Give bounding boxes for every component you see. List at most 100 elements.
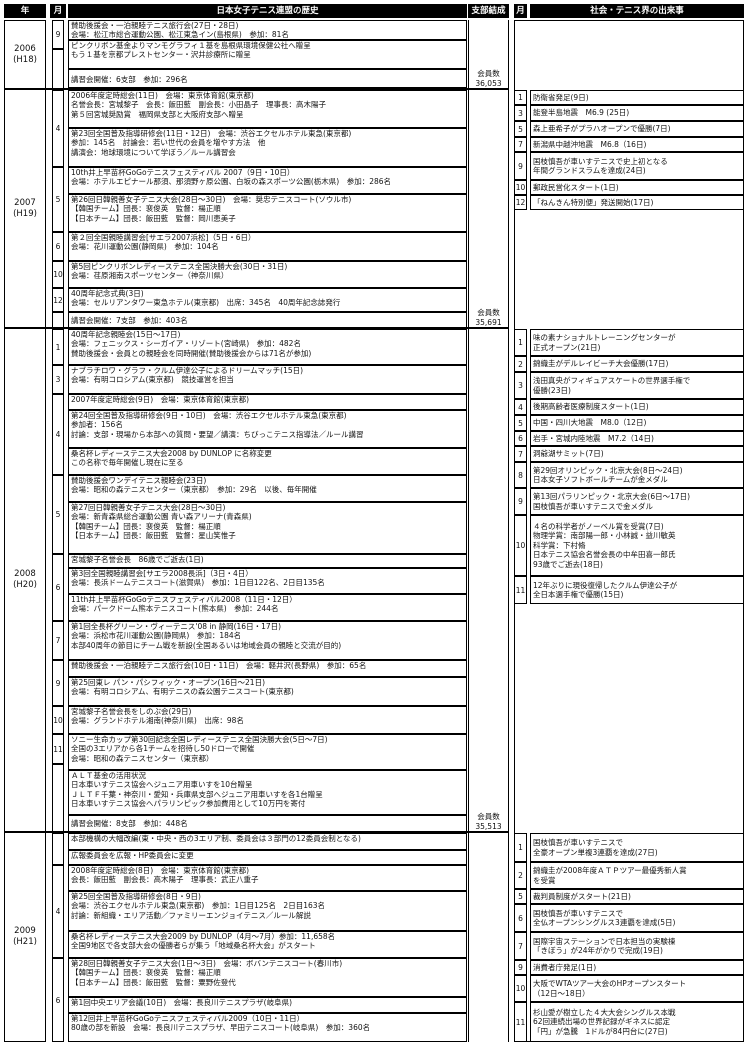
social-event: 大阪でWTAツアー大会のHPオープンスタート （12日〜18日） [530, 975, 744, 1002]
history-entry: 11th井上早苗杯GoGoテニスフェスティバル2008（11日・12日） 会場：… [68, 594, 467, 621]
member-total-2008: 会員数 35,513 [475, 812, 502, 831]
month-cell: 10 [52, 261, 64, 288]
social-month: 9 [514, 152, 527, 180]
history-entry: 宮城黎子名誉会長をしのぶ会(29日) 会場：グランドホテル湘南(神奈川県) 出席… [68, 706, 467, 734]
header-members: 支部結成 [468, 4, 509, 18]
history-entry: 賛助後援会・一泊親睦テニス旅行会(10日・11日) 会場：軽井沢(長野県) 参加… [68, 660, 467, 677]
social-month: 9 [514, 488, 527, 515]
social-event: 12年ぶりに現役復帰したクルム伊達公子が 全日本選手権で優勝(15日) [530, 576, 744, 604]
social-event: 国枝慎吾が車いすテニスで 全豪オープン単複3連覇を達成(27日) [530, 833, 744, 862]
month-cell [52, 49, 64, 89]
history-entry: ピンクリボン基金よりマンモグラフィ１基を島根県環境保健公社へ贈呈 もう１基を京都… [68, 40, 467, 69]
social-month: 2 [514, 356, 527, 372]
history-entry: 第3回全国親睦講習会[サエラ2008長浜]（3日・4日） 会場：長浜ドームテニス… [68, 568, 467, 594]
social-event: 裁判員制度がスタート(21日) [530, 889, 744, 904]
social-month: 10 [514, 180, 527, 195]
history-entry: 第26回日韓親善女子テニス大会(28日〜30日) 会場：奨忠テニスコート(ソウル… [68, 194, 467, 232]
social-month: 3 [514, 372, 527, 399]
history-entry: ソニー生命カップ第30回記念全国レディーステニス全国決勝大会(5日〜7日) 全国… [68, 734, 467, 770]
social-event: 能登半島地震 M6.9 (25日) [530, 105, 744, 121]
social-month: 7 [514, 137, 527, 152]
social-month: 1 [514, 90, 527, 105]
header-social-month: 月 [514, 4, 527, 18]
social-month: 10 [514, 975, 527, 1002]
social-event: 後期高齢者医療制度スタート(1日) [530, 399, 744, 415]
month-cell: 6 [52, 554, 64, 621]
social-month: 6 [514, 904, 527, 932]
history-entry: 2008年度定時総会(8日) 会場：東京体育館(東京都) 会長：飯田藍 副会長：… [68, 865, 467, 891]
history-entry: 第２回全国親睦講習会[サエラ2007浜松]（5日・6日） 会場：花川運動公園(静… [68, 232, 467, 261]
social-event: 国枝慎吾が車いすテニスで史上初となる 年間グランドスラムを達成(24日) [530, 152, 744, 180]
header-year: 年 [4, 4, 46, 18]
year-cell-2008: 2008 (H20) [4, 328, 46, 832]
history-entry: 第25回東レ パン・パシフィック・オープン(16日〜21日) 会場：有明コロシア… [68, 677, 467, 706]
month-cell: 6 [52, 958, 64, 1042]
social-month: 6 [514, 431, 527, 446]
history-entry: 2006年度定時総会(11日) 会場：東京体育館(東京都) 名誉会長：宮城黎子 … [68, 90, 467, 128]
social-month: 3 [514, 105, 527, 121]
social-month: 1 [514, 833, 527, 862]
history-entry: 第25回全国普及指導研修会(8日・9日) 会場：渋谷エクセルホテル東急(東京都)… [68, 891, 467, 931]
history-entry: 第1回中央エリア会議(10日) 会場：長良川テニスプラザ(岐阜県) [68, 997, 467, 1013]
month-cell: 1 [52, 329, 64, 365]
history-entry: ＡＬＴ基金の活用状況 日本車いすテニス協会へジュニア用車いすを10台贈呈 ＪＬＴ… [68, 770, 467, 815]
social-month: 9 [514, 960, 527, 975]
social-month: 5 [514, 889, 527, 904]
social-event: 中国・四川大地震 M8.0（12日) [530, 415, 744, 431]
month-cell: 6 [52, 232, 64, 261]
history-entry: 2007年度定時総会(9日) 会場：東京体育館(東京都) [68, 394, 467, 410]
social-month: 1 [514, 329, 527, 356]
social-event: 防衛省発足(9日) [530, 90, 744, 105]
social-event: 第29回オリンピック・北京大会(8日〜24日) 日本女子ソフトボールチームが金メ… [530, 462, 744, 488]
social-month: 7 [514, 932, 527, 960]
social-event: 郵政民営化スタート(1日) [530, 180, 744, 195]
history-entry: 第28回日韓親善女子テニス大会(1日〜3日) 会場：ボバンテニスコート(春川市)… [68, 958, 467, 997]
social-month: 11 [514, 576, 527, 604]
history-entry: 10th井上早苗杯GoGoテニスフェスティバル 2007（9日・10日） 会場：… [68, 167, 467, 194]
social-month: 7 [514, 446, 527, 462]
social-event: 洞爺湖サミット(7日) [530, 446, 744, 462]
history-entry: 講習会開催：7支部 参加：403名 [68, 312, 467, 328]
history-entry: 宮城黎子名誉会長 86歳でご逝去(1日) [68, 554, 467, 568]
month-cell: 4 [52, 90, 64, 167]
month-cell: 5 [52, 475, 64, 554]
history-entry: 第12回井上早苗杯GoGoテニスフェスティバル2009（10日・11日） 80歳… [68, 1013, 467, 1042]
social-event: 岩手・宮城内陸地震 M7.2（14日) [530, 431, 744, 446]
social-event: 消費者庁発足(1日) [530, 960, 744, 975]
social-event: 国際宇宙ステーションで日本担当の実験棟 「きぼう」が24年がかりで完成(19日) [530, 932, 744, 960]
history-entry: 広報委員会を広報・HP委員会に変更 [68, 850, 467, 865]
social-event: 味の素ナショナルトレーニングセンターが 正式オープン(21日) [530, 329, 744, 356]
month-cell: 5 [52, 167, 64, 232]
social-event: ４名の科学者がノーベル賞を受賞(7日) 物理学賞：南部陽一郎・小林誠・益川敏英 … [530, 515, 744, 576]
month-cell: 12 [52, 288, 64, 312]
history-entry: 40周年記念親睦会(15日〜17日) 会場：フェニックス・シーガイア・リゾート(… [68, 329, 467, 365]
social-month: 11 [514, 1002, 527, 1042]
social-month: 10 [514, 515, 527, 576]
month-cell [52, 833, 64, 865]
history-entry: 第5回ピンクリボンレディーステニス全国決勝大会(30日・31日) 会場：荏原湘南… [68, 261, 467, 288]
header-social: 社会・テニス界の出来事 [530, 4, 744, 18]
month-cell: 11 [52, 734, 64, 764]
history-entry: 第24回全国普及指導研修会(9日・10日) 会場：渋谷エクセルホテル東急(東京都… [68, 410, 467, 448]
month-cell: 3 [52, 365, 64, 394]
social-event: 新潟県中越沖地震 M6.8（16日) [530, 137, 744, 152]
social-event: 錦織圭がデルレイビーチ大会優勝(17日) [530, 356, 744, 372]
members-column [468, 20, 509, 1042]
social-event: 錦織圭が2008年度ＡＴＰツアー最優秀新人賞 を受賞 [530, 862, 744, 889]
social-month: 4 [514, 399, 527, 415]
social-event: 浅田真央がフィギュアスケートの世界選手権で 優勝(23日) [530, 372, 744, 399]
header-history: 日本女子テニス連盟の歴史 [68, 4, 467, 18]
history-entry: ナブラチロワ・グラフ・クルム伊達公子によるドリームマッチ(15日) 会場：有明コ… [68, 365, 467, 394]
month-cell: 4 [52, 394, 64, 475]
history-entry: 講習会開催：6支部 参加：296名 [68, 69, 467, 88]
history-entry: 本部機構の大幅改編(東・中央・西の3エリア制、委員会は３部門の12委員会制となる… [68, 833, 467, 850]
history-entry: 賛助後援会ワンデイテニス親睦会(23日) 会場：昭和の森テニスセンター（東京都）… [68, 475, 467, 502]
social-month: 2 [514, 862, 527, 889]
year-separator [4, 327, 509, 329]
history-entry: 第27回日韓親善女子テニス大会(28日〜30日) 会場：新青森県総合運動公園 青… [68, 502, 467, 554]
social-event: 杉山愛が樹立した４大大会シングルス本戦 62回連続出場の世界記録がギネスに認定 … [530, 1002, 744, 1042]
history-entry: 第23回全国普及指導研修会(11日・12日) 会場：渋谷エクセルホテル東急(東京… [68, 128, 467, 167]
year-cell-2007: 2007 (H19) [4, 89, 46, 328]
month-cell [52, 312, 64, 328]
month-cell [52, 764, 64, 832]
